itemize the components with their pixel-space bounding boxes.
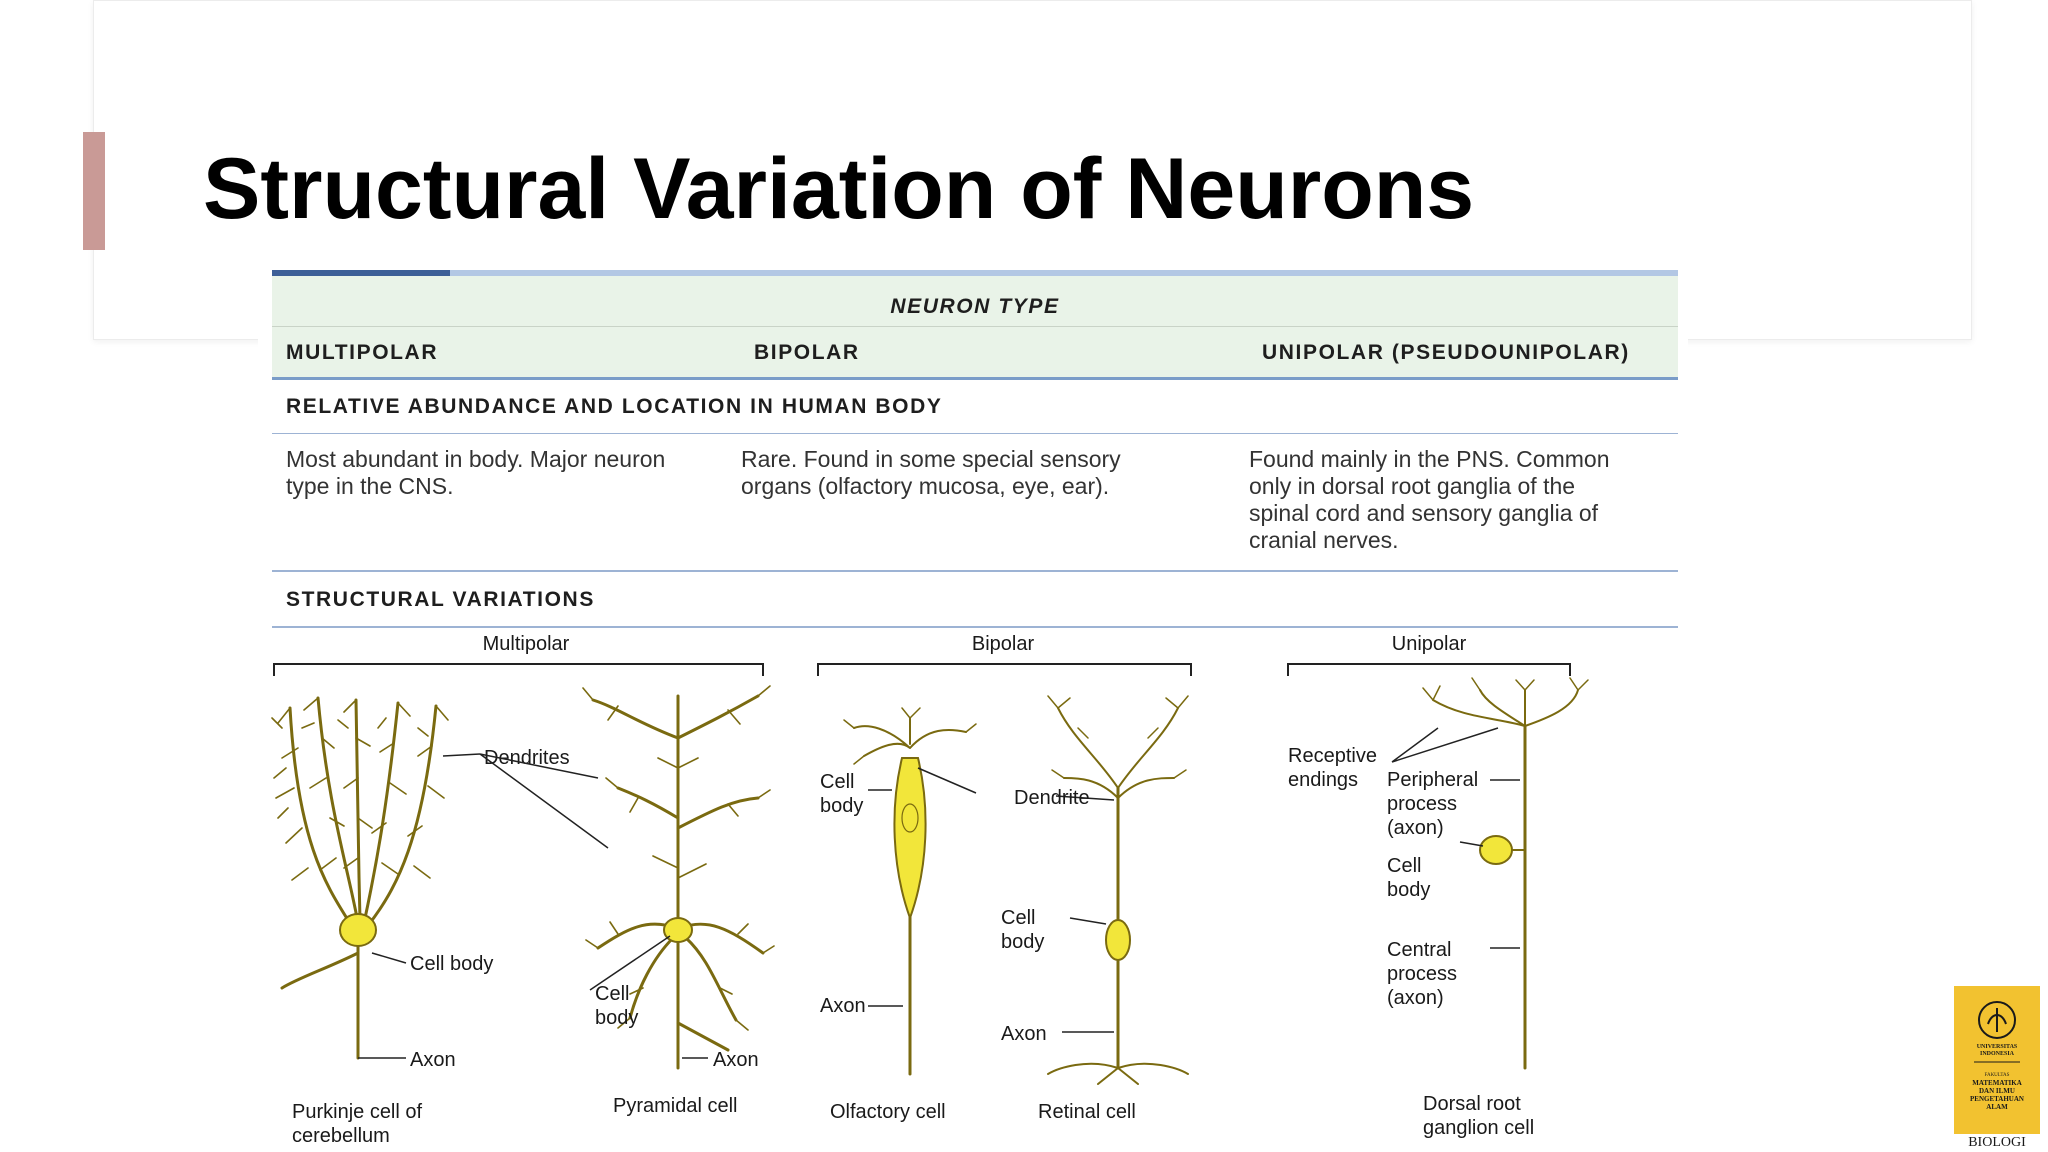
column-header-multipolar: MULTIPOLAR	[286, 341, 439, 364]
abundance-description-row	[272, 434, 1678, 572]
label-cell-body-purkinje: Cell body	[410, 953, 493, 975]
text-line: Found mainly in the PNS. Common	[1249, 446, 1610, 472]
purkinje-cell-drawing	[271, 696, 449, 1060]
column-header-row: MULTIPOLAR BIPOLAR UNIPOLAR (PSEUDOUNIPO…	[272, 327, 1678, 380]
label-peripheral-3: (axon)	[1387, 817, 1444, 839]
pyramidal-cell-drawing	[582, 685, 775, 1070]
label-body-pyramidal: body	[595, 1007, 638, 1029]
group-label-multipolar: Multipolar	[483, 633, 570, 655]
column-header-bipolar: BIPOLAR	[754, 341, 860, 364]
column-header-unipolar: UNIPOLAR (PSEUDOUNIPOLAR)	[1262, 341, 1630, 364]
figure-top-strip	[272, 270, 1678, 276]
text-line: only in dorsal root ganglia of the	[1249, 473, 1576, 499]
university-logo: UNIVERSITAS INDONESIA FAKULTAS MATEMATIK…	[1954, 986, 2040, 1146]
label-axon-retinal: Axon	[1001, 1023, 1047, 1045]
figure-top-strip-accent	[272, 270, 450, 276]
bracket-bipolar	[817, 663, 1192, 676]
label-cell-unipolar: Cell	[1387, 855, 1421, 877]
label-cell-olfactory: Cell	[820, 771, 854, 793]
logo-institution-1: UNIVERSITAS	[1977, 1044, 2018, 1050]
bracket-multipolar	[273, 663, 764, 676]
group-label-bipolar: Bipolar	[972, 633, 1035, 655]
bracket-unipolar	[1287, 663, 1571, 676]
label-peripheral-1: Peripheral	[1387, 769, 1478, 791]
label-central-1: Central	[1387, 939, 1451, 961]
label-cell-retinal: Cell	[1001, 907, 1035, 929]
caption-dorsal-root-line1: Dorsal root	[1423, 1093, 1521, 1115]
neuron-diagrams: Multipolar Bipolar Unipolar	[271, 633, 1589, 1147]
structural-heading: STRUCTURAL VARIATIONS	[286, 588, 595, 611]
text-line: Rare. Found in some special sensory	[741, 446, 1121, 472]
text-line: spinal cord and sensory ganglia of	[1249, 500, 1599, 526]
caption-purkinje-line2: cerebellum	[292, 1125, 390, 1147]
text-line: cranial nerves.	[1249, 527, 1399, 553]
neuron-type-header-row: NEURON TYPE	[272, 276, 1678, 327]
label-receptive: Receptive	[1288, 745, 1377, 767]
logo-faculty-1: FAKULTAS	[1985, 1073, 2010, 1078]
label-peripheral-2: process	[1387, 793, 1457, 815]
label-axon-pyramidal: Axon	[713, 1049, 759, 1071]
logo-faculty-2: MATEMATIKA	[1972, 1079, 2022, 1087]
purkinje-cell-body	[339, 913, 377, 947]
retinal-cell-body	[1105, 919, 1131, 961]
group-label-unipolar: Unipolar	[1392, 633, 1467, 655]
label-axon-olfactory: Axon	[820, 995, 866, 1017]
neuron-figure: NEURON TYPE MULTIPOLAR BIPOLAR UNIPOLAR …	[258, 268, 1688, 1152]
text-line: type in the CNS.	[286, 473, 454, 499]
bipolar-abundance-text: Rare. Found in some special sensory orga…	[741, 446, 1121, 500]
pyramidal-cell-body	[663, 917, 693, 943]
abundance-heading: RELATIVE ABUNDANCE AND LOCATION IN HUMAN…	[286, 395, 943, 418]
label-cell-pyramidal: Cell	[595, 983, 629, 1005]
text-line: Most abundant in body. Major neuron	[286, 446, 666, 472]
logo-faculty-3: DAN ILMU	[1979, 1087, 2015, 1095]
slide-title: Structural Variation of Neurons	[203, 141, 1475, 237]
text-line: organs (olfactory mucosa, eye, ear).	[741, 473, 1110, 499]
label-axon-purkinje: Axon	[410, 1049, 456, 1071]
retinal-cell-drawing	[1047, 695, 1189, 1085]
unipolar-abundance-text: Found mainly in the PNS. Common only in …	[1249, 446, 1610, 554]
caption-olfactory: Olfactory cell	[830, 1101, 946, 1123]
olfactory-cell-body	[893, 757, 927, 921]
label-dendrites: Dendrites	[484, 747, 570, 769]
label-central-2: process	[1387, 963, 1457, 985]
structural-heading-row: STRUCTURAL VARIATIONS	[272, 572, 1678, 628]
accent-bar	[83, 132, 105, 250]
caption-purkinje-line1: Purkinje cell of	[292, 1101, 423, 1123]
label-central-3: (axon)	[1387, 987, 1444, 1009]
caption-dorsal-root-line2: ganglion cell	[1423, 1117, 1534, 1139]
caption-retinal: Retinal cell	[1038, 1101, 1136, 1123]
caption-pyramidal: Pyramidal cell	[613, 1095, 737, 1117]
olfactory-nucleus	[901, 803, 919, 833]
multipolar-abundance-text: Most abundant in body. Major neuron type…	[286, 446, 665, 500]
label-body-olfactory: body	[820, 795, 863, 817]
label-endings: endings	[1288, 769, 1358, 791]
abundance-heading-row: RELATIVE ABUNDANCE AND LOCATION IN HUMAN…	[272, 381, 1678, 434]
label-body-unipolar: body	[1387, 879, 1430, 901]
dorsal-root-ganglion-drawing	[1422, 677, 1589, 1070]
logo-institution-2: INDONESIA	[1980, 1051, 2015, 1057]
label-body-retinal: body	[1001, 931, 1044, 953]
dorsal-root-cell-body	[1479, 835, 1513, 865]
logo-department: BIOLOGI	[1968, 1135, 2026, 1146]
logo-faculty-5: ALAM	[1986, 1103, 2008, 1111]
logo-faculty-4: PENGETAHUAN	[1970, 1095, 2024, 1103]
neuron-type-header: NEURON TYPE	[890, 295, 1060, 318]
makara-emblem-icon	[1978, 1001, 2016, 1039]
label-dendrite: Dendrite	[1014, 787, 1090, 809]
